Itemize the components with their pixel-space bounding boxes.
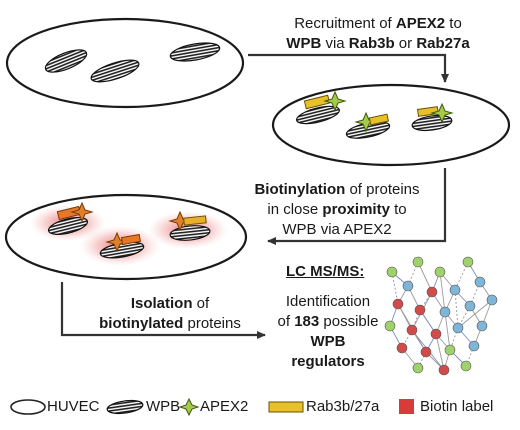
rab-protein (368, 113, 390, 126)
rab-protein (183, 215, 207, 226)
legend-apex2-symbol (178, 397, 200, 417)
network-edge (417, 261, 433, 293)
legend (10, 397, 414, 417)
network-node (476, 320, 488, 332)
network-node (412, 362, 424, 374)
legend-biotin-label: Biotin label (420, 398, 494, 415)
network-edge (435, 333, 445, 371)
network-node (412, 256, 424, 268)
legend-huvec-symbol (10, 399, 46, 415)
network-edge (454, 289, 459, 329)
huvec-cell-3 (4, 193, 248, 281)
network-node (384, 320, 396, 332)
ms-title: LC MS/MS: (286, 263, 365, 280)
network-node (438, 364, 450, 376)
network-node (468, 340, 480, 352)
network-node (386, 266, 398, 278)
arrow-step-1 (248, 53, 449, 83)
legend-rab-symbol (268, 401, 304, 413)
arrow-step-3 (60, 282, 266, 339)
network-node (402, 280, 414, 292)
huvec-cell-1 (5, 17, 245, 109)
result-label: Identification of 183 possible WPB regul… (277, 293, 379, 370)
protein-interaction-network (384, 256, 498, 376)
legend-biotin-symbol (399, 399, 414, 414)
wpb-granule (44, 49, 88, 73)
network-node (462, 256, 474, 268)
network-edge (417, 351, 427, 369)
network-node (434, 266, 446, 278)
network-node (406, 324, 418, 336)
network-edge (439, 271, 446, 313)
legend-apex2-label: APEX2 (200, 398, 249, 415)
apex2-protein (323, 90, 347, 112)
wpb-granule (169, 42, 221, 62)
network-node (452, 322, 464, 334)
step2-label: Biotinylation of proteins in close proxi… (254, 181, 420, 238)
network-node (420, 346, 432, 358)
huvec-cell-2 (271, 83, 511, 167)
step3-label: Isolation of biotinylated proteins (99, 295, 241, 332)
step1-label: Recruitment of APEX2 to WPB via Rab3b or… (286, 15, 470, 52)
legend-rab-label: Rab3b/27a (306, 398, 380, 415)
network-node (464, 300, 476, 312)
rab-protein (120, 233, 141, 246)
rab-protein (416, 106, 439, 117)
network-node (396, 342, 408, 354)
network-edge (457, 299, 493, 329)
network-node (426, 286, 438, 298)
rab-protein (303, 94, 331, 110)
network-node (430, 328, 442, 340)
wpb-granule (295, 105, 341, 125)
apex2-protein (430, 102, 454, 124)
network-node (444, 344, 456, 356)
arrow-step-2 (267, 168, 447, 245)
legend-wpb-symbol (106, 399, 144, 415)
wpb-granule (47, 217, 89, 235)
network-node (439, 306, 451, 318)
legend-wpb-label: WPB (146, 398, 181, 415)
network-node (460, 360, 472, 372)
network-node (474, 276, 486, 288)
network-node (486, 294, 498, 306)
network-node (392, 298, 404, 310)
wpb-granule (90, 59, 140, 83)
legend-huvec-label: HUVEC (47, 398, 100, 415)
network-edge (391, 271, 399, 305)
network-edge (444, 311, 451, 351)
apex2-protein (70, 201, 94, 223)
network-node (414, 304, 426, 316)
network-node (449, 284, 461, 296)
